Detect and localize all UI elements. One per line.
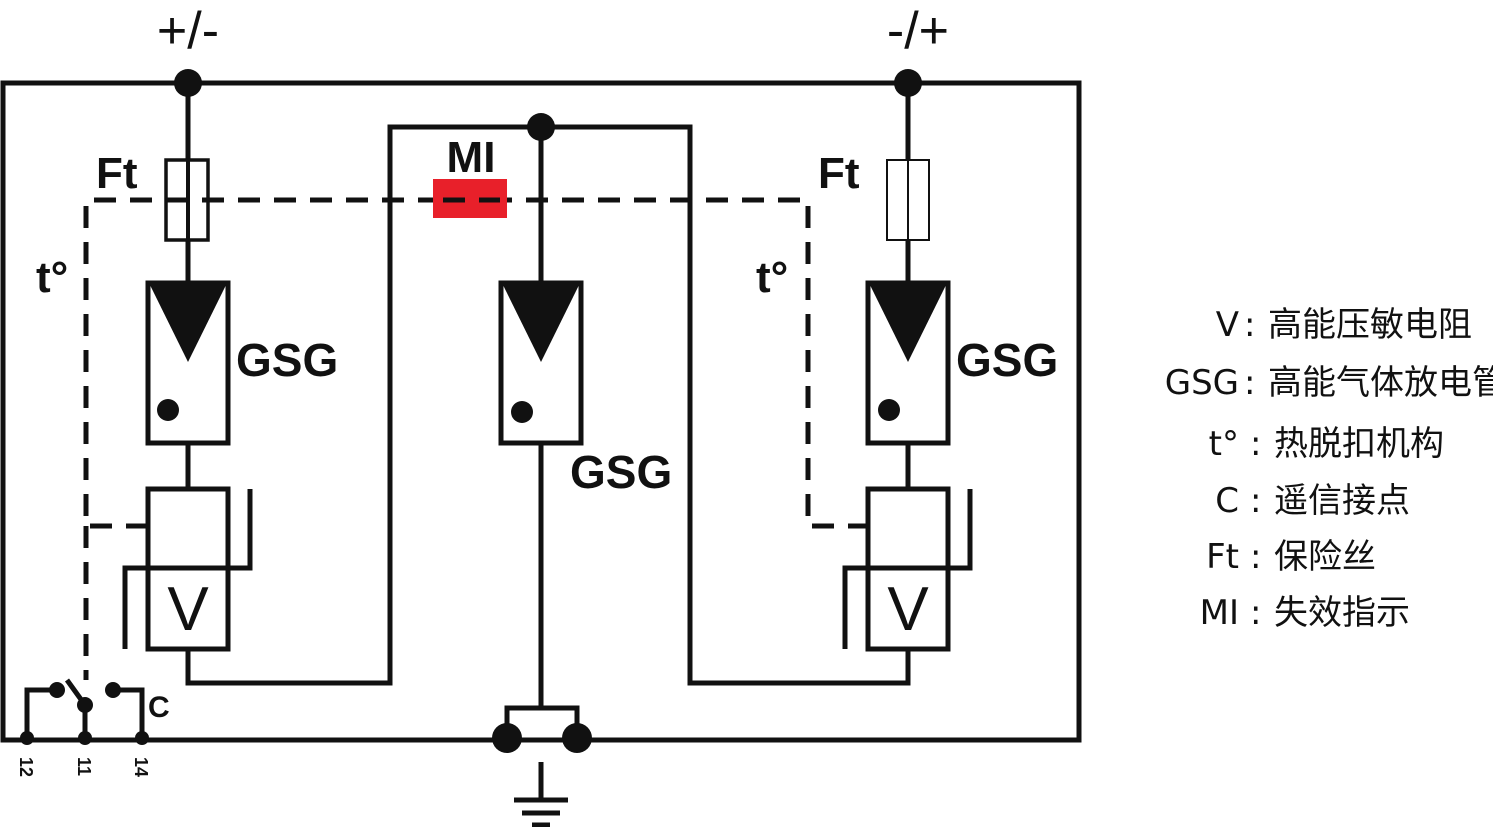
pin-11-label: 11 (74, 757, 94, 776)
legend-desc: 高能压敏电阻 (1268, 305, 1472, 345)
pin-12-node (20, 731, 34, 745)
varistor-right-symbol (842, 489, 973, 649)
fuse-right-label: Ft (818, 149, 860, 198)
earth-symbol (514, 762, 568, 827)
gsg-left-triangle (150, 285, 226, 362)
varistor-right-label: V (887, 575, 929, 644)
legend-row-c: C : 遥信接点 (1215, 481, 1410, 521)
pin-11-node (78, 731, 92, 745)
legend-key: t° (1209, 424, 1239, 464)
thermal-left-label: t° (36, 253, 68, 302)
center-junction-node (527, 113, 555, 141)
legend-sep: : (1250, 481, 1261, 521)
legend-sep: : (1244, 363, 1255, 403)
legend-sep: : (1250, 537, 1261, 577)
legend: V : 高能压敏电阻 GSG : 高能气体放电管 t° : 热脱扣机构 C : … (1165, 305, 1493, 633)
legend-key: Ft (1206, 537, 1239, 577)
legend-desc: 保险丝 (1274, 537, 1376, 577)
fuse-left-label: Ft (96, 149, 138, 198)
legend-sep: : (1250, 593, 1261, 633)
varistor-left-label: V (167, 575, 209, 644)
legend-key: MI (1200, 593, 1239, 633)
varistor-left-symbol (122, 489, 253, 649)
ground-node-right (562, 723, 592, 753)
gsg-middle-dot (511, 401, 533, 423)
pin-14-label: 14 (131, 757, 151, 777)
gsg-left-box (145, 280, 231, 446)
legend-key: GSG (1165, 363, 1239, 403)
contact-node-a (49, 682, 65, 698)
gsg-right-label: GSG (956, 334, 1058, 386)
gsg-left-label: GSG (236, 334, 338, 386)
enclosure-outline (0, 80, 1082, 743)
contact-node-common (77, 697, 93, 713)
gsg-middle-label: GSG (570, 446, 672, 498)
legend-desc: 遥信接点 (1274, 481, 1410, 521)
failure-indicator-label: MI (447, 133, 496, 182)
gsg-right-dot (878, 399, 900, 421)
terminal-right-node (894, 69, 922, 97)
legend-row-mi: MI : 失效指示 (1200, 593, 1410, 633)
legend-desc: 高能气体放电管 (1268, 363, 1493, 403)
legend-row-v: V : 高能压敏电阻 (1216, 305, 1472, 345)
thermal-trip-linkage (83, 197, 868, 529)
legend-sep: : (1244, 305, 1255, 345)
legend-sep: : (1250, 424, 1261, 464)
contact-pin12-wire (24, 687, 57, 738)
gsg-middle-box (498, 280, 584, 446)
legend-desc: 热脱扣机构 (1274, 424, 1444, 464)
ground-node-left (492, 723, 522, 753)
legend-row-thermal: t° : 热脱扣机构 (1209, 424, 1444, 464)
contact-pin14-wire (113, 687, 145, 738)
gsg-right-triangle (870, 285, 946, 362)
legend-row-ft: Ft : 保险丝 (1206, 537, 1376, 577)
gsg-middle-triangle (503, 285, 579, 362)
terminal-left-node (174, 69, 202, 97)
legend-key: V (1216, 305, 1239, 345)
pin-12-label: 12 (16, 757, 36, 777)
contact-node-b (105, 682, 121, 698)
legend-key: C (1215, 481, 1239, 521)
contact-label: C (148, 691, 170, 724)
terminal-left-label: +/- (157, 2, 219, 60)
center-frame-wire (185, 124, 911, 686)
terminal-right-label: -/+ (887, 2, 949, 60)
thermal-right-label: t° (756, 253, 788, 302)
gsg-left-dot (157, 399, 179, 421)
legend-desc: 失效指示 (1274, 593, 1410, 633)
pin-14-node (135, 731, 149, 745)
gsg-right-box (865, 280, 951, 446)
legend-row-gsg: GSG : 高能气体放电管 (1165, 363, 1493, 403)
